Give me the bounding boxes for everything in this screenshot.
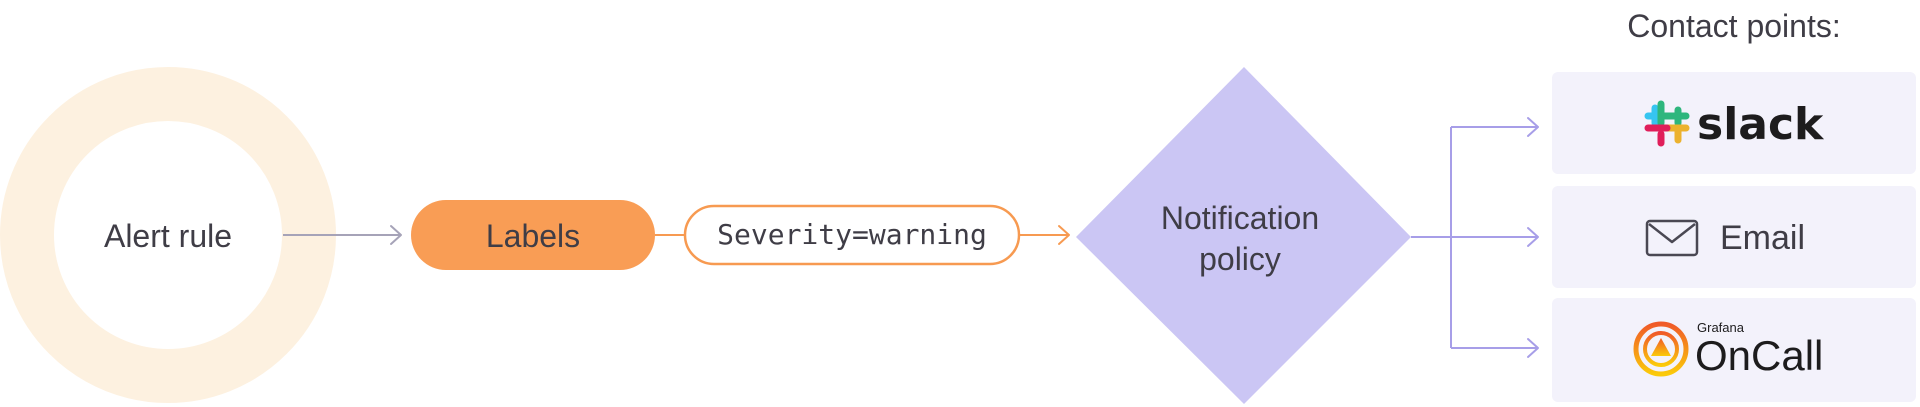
labels-node: Labels — [411, 200, 655, 270]
alert-rule-node: Alert rule — [0, 67, 336, 403]
arrow-severity-to-policy — [1019, 225, 1070, 245]
policy-label-line1: Notification — [1161, 200, 1319, 236]
slack-logo-icon — [1644, 100, 1690, 147]
labels-pill — [411, 200, 655, 270]
contact-card-email — [1552, 186, 1916, 288]
branch-connectors — [1411, 117, 1539, 358]
policy-label-line2: policy — [1199, 241, 1281, 277]
email-label: Email — [1720, 219, 1805, 257]
labels-label: Labels — [486, 218, 580, 254]
severity-label: Severity=warning — [717, 218, 987, 251]
arrow-rule-to-labels — [283, 225, 402, 245]
notification-policy-node: Notification policy — [1076, 67, 1411, 404]
contact-card-oncall — [1552, 298, 1916, 402]
oncall-brand-small: Grafana — [1697, 320, 1745, 335]
severity-node: Severity=warning — [683, 204, 1021, 266]
contact-card-slack — [1552, 72, 1916, 174]
slack-brand-text: slack — [1697, 99, 1825, 150]
oncall-label: OnCall — [1695, 332, 1823, 379]
alert-rule-label: Alert rule — [104, 218, 232, 254]
oncall-logo-icon — [1633, 321, 1689, 377]
contact-points-title: Contact points: — [1627, 8, 1840, 44]
policy-diamond — [1076, 67, 1411, 404]
envelope-icon — [1645, 219, 1699, 257]
